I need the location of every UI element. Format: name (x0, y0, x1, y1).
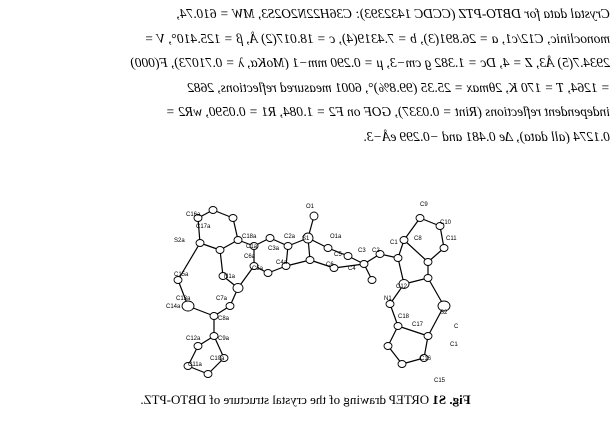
atom-label: C6a (244, 254, 256, 260)
atom-label: C2 (372, 248, 380, 254)
para-line-6: 0.1274 (all data), Δe 0.481 and −0.299 e… (363, 128, 610, 144)
atom-label: O1a (330, 234, 342, 240)
caption-label: Fig. S1 (432, 392, 471, 407)
para-line-1: Crystal data for DBTO-PTZ (CCDC 1432393)… (176, 6, 610, 21)
para-line-3: 2934.7(5) Å3, Z = 4, Dc = 1.382 g cm−3, … (130, 55, 610, 70)
atom-label: C9a (218, 336, 230, 342)
atom-label: C15 (434, 378, 446, 384)
para-line-2: monoclinic, C12/c1, a = 26.891(3), b = 7… (144, 30, 610, 46)
atom-label: C1a (246, 244, 258, 250)
atom-label: C15a (174, 272, 189, 278)
atom-label: C16 (420, 356, 432, 362)
atom-label: C11 (446, 236, 457, 242)
atom-label: C3 (358, 248, 366, 254)
atom-label: C18a (242, 234, 257, 240)
atom-label: C13a (176, 296, 191, 302)
atom-label: C8a (218, 316, 230, 322)
atom-label: C12a (186, 336, 201, 342)
ortep-figure: O1S1C2aC3aC4aC5aC6aC1aC18aN1aC7aC8aC9aC1… (166, 202, 458, 384)
crystal-data-paragraph: Crystal data for DBTO-PTZ (CCDC 1432393)… (4, 2, 610, 149)
atom-label: S2 (440, 310, 448, 316)
para-line-4: = 1264, T = 170 K, 2θmax = 25.35 (99.8%)… (187, 79, 610, 95)
atom-label: C14a (166, 304, 181, 310)
atom-label: C10a (210, 356, 225, 362)
atom-label: C17a (196, 224, 211, 230)
atom-label: C11a (188, 362, 203, 368)
atom-label: C5a (252, 266, 264, 272)
atom-label: C9 (420, 202, 428, 208)
atom-label: S2a (174, 238, 185, 244)
atom-label: C18 (398, 314, 410, 320)
atom-label: C4 (348, 266, 356, 272)
caption-text: ORTEP drawing of the crystal structure o… (140, 392, 433, 407)
atom-label: C4a (276, 260, 288, 266)
atom-label: C1 (390, 240, 398, 246)
atom-label: C3a (268, 246, 280, 252)
atom-label: C8 (414, 236, 422, 242)
para-line-5: independent reflections (Rint = 0.0337),… (165, 104, 610, 119)
atom-label: S1 (302, 236, 310, 242)
atom-label: C12 (396, 284, 408, 290)
atom-label: C2a (284, 234, 296, 240)
atom-label: C14 (450, 342, 458, 348)
atom-label: O1 (306, 204, 315, 210)
atom-label: C10 (440, 220, 452, 226)
atom-label: N1 (384, 296, 392, 302)
atom-label: N1a (224, 274, 236, 280)
atom-label: C6 (326, 262, 334, 268)
atom-label: C13 (454, 324, 458, 330)
atom-label: C17 (412, 322, 424, 328)
atom-label: C5 (334, 252, 342, 258)
atom-label: C7a (216, 296, 228, 302)
figure-caption: Fig. S1 ORTEP drawing of the crystal str… (0, 392, 611, 408)
atom-label: C16a (186, 212, 201, 218)
